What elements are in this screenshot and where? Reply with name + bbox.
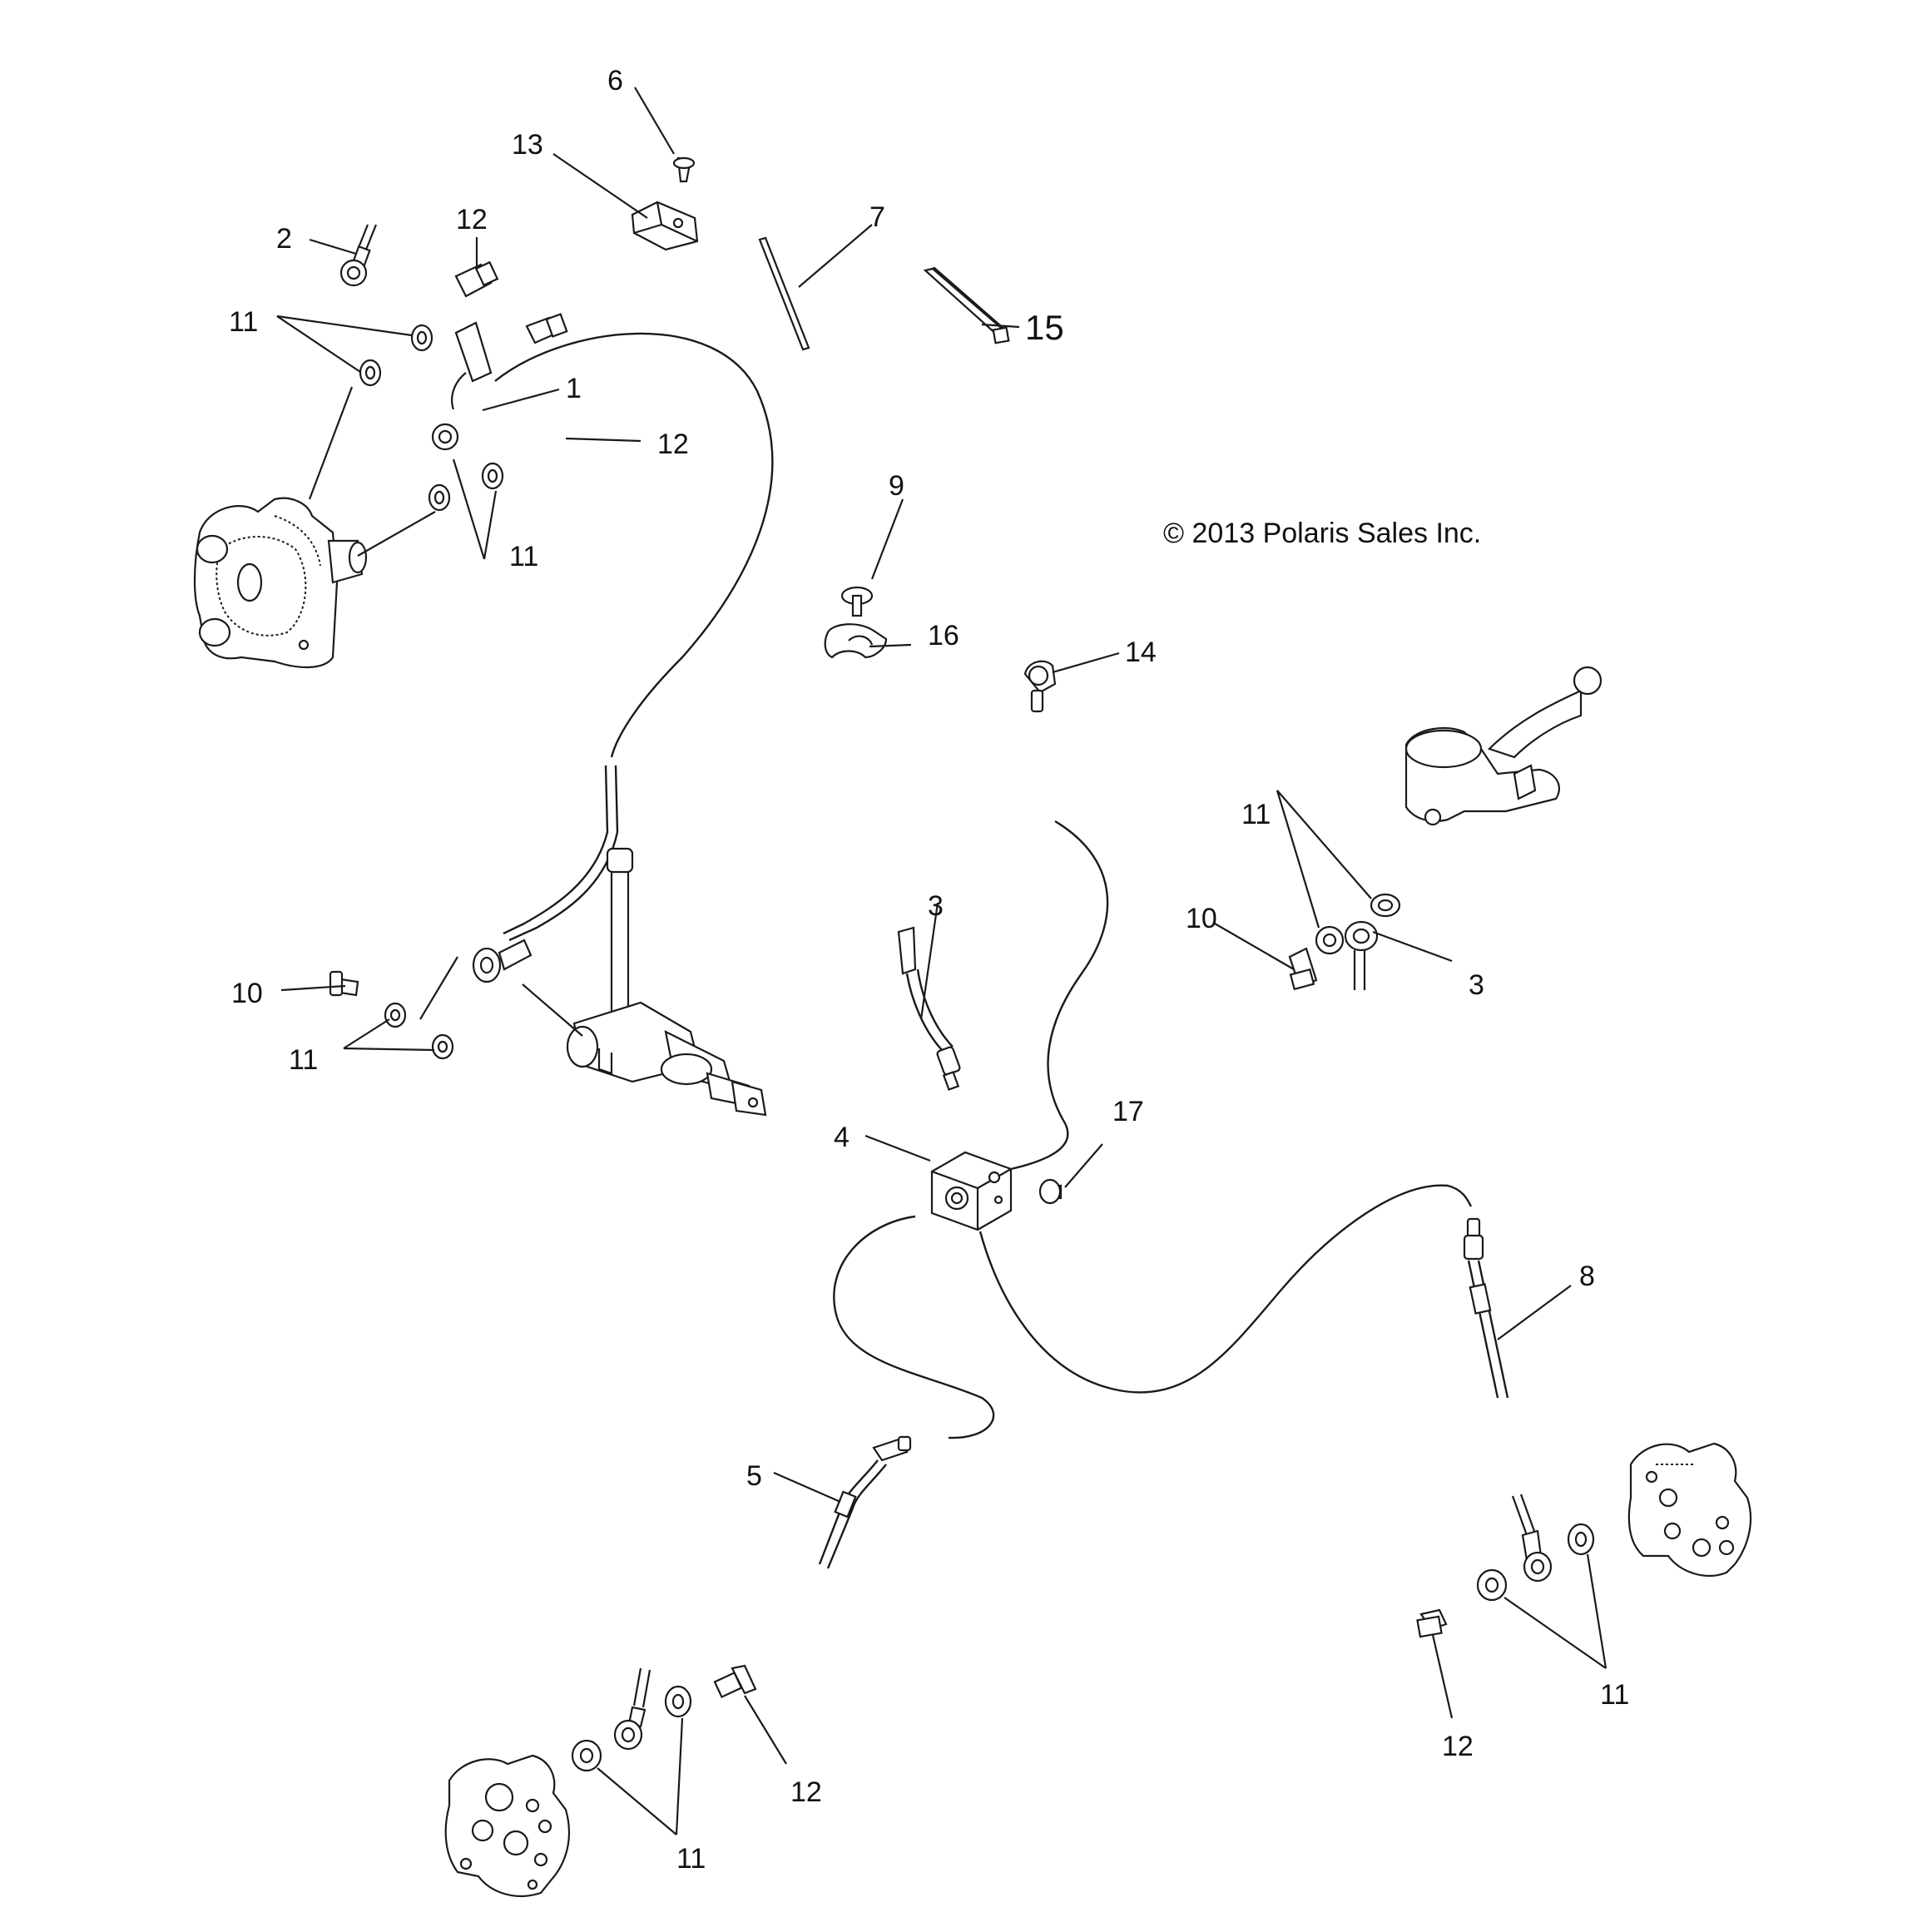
callout-10-right: 10: [1186, 903, 1217, 934]
cable-ties: [758, 236, 1010, 351]
callout-6: 6: [607, 65, 623, 97]
callout-11-top: 11: [229, 306, 258, 338]
callout-13: 13: [512, 129, 543, 161]
callout-16: 16: [928, 620, 959, 651]
callout-2: 2: [276, 223, 292, 255]
brake-hoses: [494, 332, 1473, 1439]
caliper-front-left: [193, 497, 368, 669]
caliper-rear-left: [444, 1754, 571, 1897]
callout-15: 15: [1025, 308, 1064, 347]
callout-17: 17: [1112, 1096, 1144, 1127]
callout-8: 8: [1579, 1261, 1595, 1292]
hose-5: [818, 1435, 912, 1569]
callout-5: 5: [746, 1460, 762, 1492]
hose-3-middle: [897, 926, 961, 1091]
caliper-rear-right: [1627, 1442, 1752, 1577]
callout-11-lower-right: 11: [1600, 1679, 1629, 1711]
callout-14: 14: [1125, 637, 1157, 668]
callout-12-lower-right: 12: [1442, 1731, 1474, 1762]
master-cylinder-foot: [566, 847, 767, 1117]
banjo-fitting-2: [339, 224, 378, 287]
callout-11-lower-left: 11: [676, 1843, 706, 1875]
hose-8: [1463, 1217, 1509, 1399]
callout-12-mid: 12: [657, 429, 689, 460]
leader-lines: [276, 87, 1608, 1835]
callout-7: 7: [869, 201, 885, 233]
clamp-16: [824, 623, 888, 659]
banjo-fitting-rear-right: [1511, 1494, 1553, 1583]
distribution-block: [930, 1151, 1013, 1231]
callout-9: 9: [889, 470, 904, 502]
banjo-fitting-master: [472, 939, 533, 983]
callout-12-top: 12: [456, 204, 488, 235]
callout-11-left: 11: [289, 1044, 318, 1076]
banjo-fitting-14: [1023, 660, 1057, 713]
callout-1: 1: [566, 373, 582, 404]
callout-3-right: 3: [1469, 969, 1484, 1001]
callout-11-upper-right: 11: [1241, 799, 1271, 830]
master-cylinder-handlebar: [1404, 666, 1603, 826]
banjo-bolts: [329, 156, 1448, 1699]
callout-10-left: 10: [231, 978, 263, 1009]
banjo-fitting-1: [431, 321, 493, 451]
washers: [359, 324, 1595, 1772]
callout-4: 4: [834, 1122, 850, 1153]
clip-13: [631, 201, 699, 251]
callout-11-mid: 11: [509, 541, 538, 572]
callout-3-mid: 3: [928, 890, 944, 922]
banjo-fitting-3-right: [1344, 920, 1379, 990]
callout-labels: 6 13 2 12 11 7 15 1 12 11 9 © 2013 Polar…: [229, 65, 1629, 1875]
copyright-text: © 2013 Polaris Sales Inc.: [1163, 518, 1481, 549]
callout-12-lower-left: 12: [790, 1776, 822, 1808]
banjo-fitting-rear-left: [613, 1667, 651, 1751]
